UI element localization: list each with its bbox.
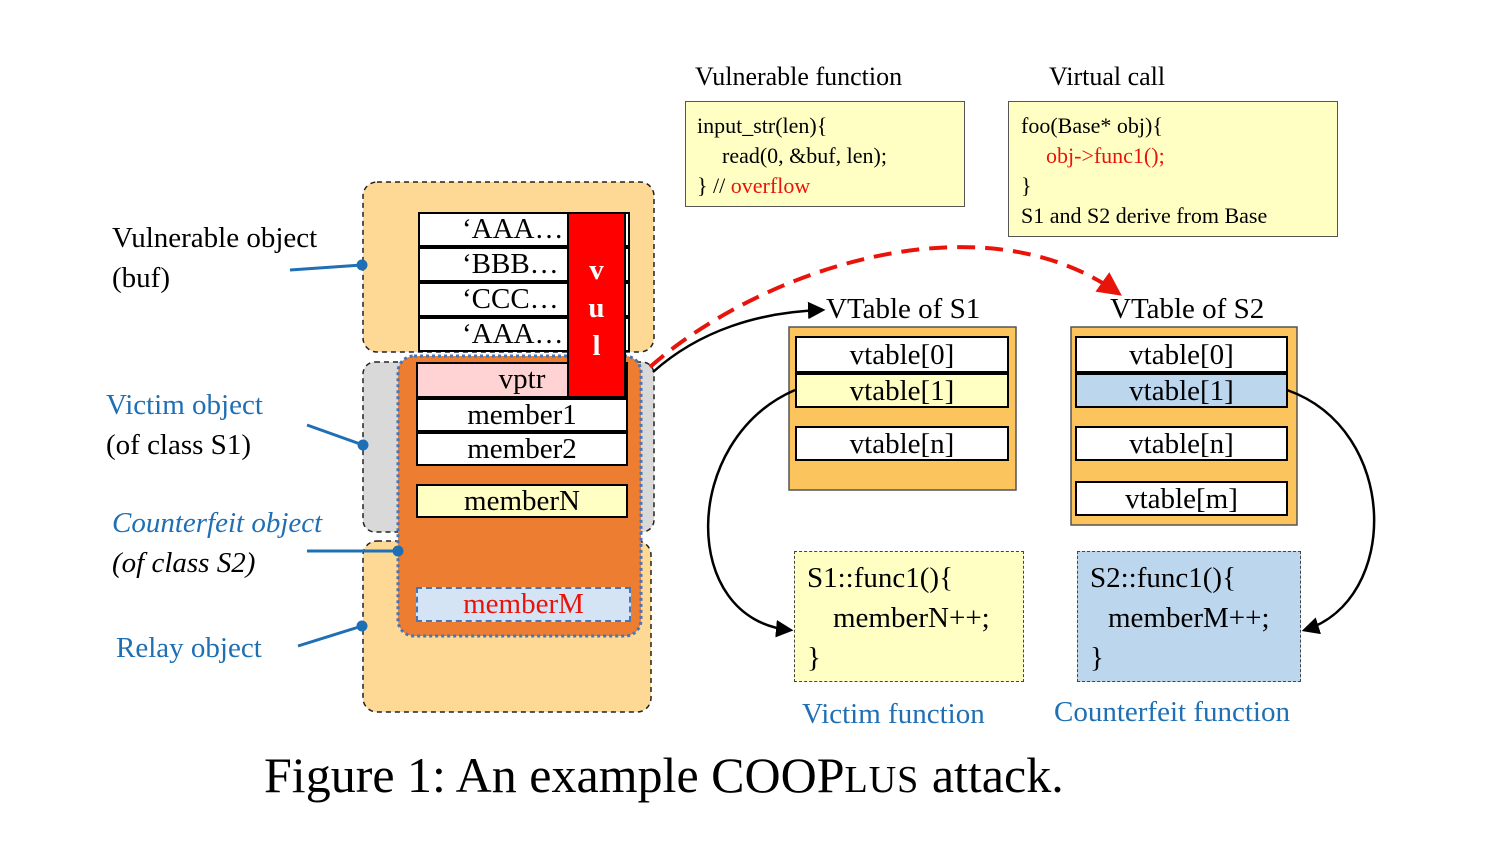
- counterfeit-call-arrow: [1286, 388, 1376, 635]
- code-line: S1::func1(){: [807, 562, 954, 594]
- vtable-s1-entry: vtable[0]: [795, 336, 1009, 373]
- label-pointers: [289, 259, 404, 648]
- code-line: }: [1021, 173, 1032, 198]
- memberM-cell: memberM: [416, 587, 631, 622]
- vtable-s2-title: VTable of S2: [1110, 293, 1265, 325]
- vptr-arrow: [652, 301, 826, 373]
- code-line: }: [807, 642, 821, 674]
- code-line: } // overflow: [697, 175, 810, 197]
- counterfeit-function-label: Counterfeit function: [1054, 696, 1290, 728]
- vtable-s2-entry: vtable[n]: [1075, 426, 1288, 461]
- vtable-s2-entry: vtable[1]: [1075, 373, 1288, 408]
- vul-letter: u: [588, 292, 605, 324]
- victim-object-label: Victim object: [106, 389, 263, 421]
- counterfeit-object-sublabel: (of class S2): [112, 547, 256, 579]
- vul-letter: l: [592, 330, 601, 362]
- counterfeit-object-label: Counterfeit object: [112, 507, 323, 539]
- caption-smallcaps: LUS: [844, 759, 920, 801]
- victim-function-label: Victim function: [802, 698, 985, 730]
- vulnerable-object-sublabel: (buf): [112, 262, 170, 294]
- code-line: memberN++;: [833, 602, 990, 634]
- victim-function-box: S1::func1(){ memberN++; }: [794, 551, 1024, 682]
- code-line: memberM++;: [1108, 602, 1270, 634]
- caption-prefix: Figure 1: An example COOP: [264, 747, 845, 803]
- code-line: S1 and S2 derive from Base: [1021, 203, 1268, 228]
- vul-letter: v: [589, 254, 604, 286]
- code-line: foo(Base* obj){: [1021, 113, 1163, 138]
- vtable-s2-entry: vtable[m]: [1075, 481, 1288, 516]
- code-line: input_str(len){: [697, 113, 828, 138]
- relay-object-label: Relay object: [116, 632, 262, 664]
- vtable-s1-entry: vtable[n]: [795, 426, 1009, 461]
- member1-cell: member1: [416, 398, 628, 432]
- code-line: S2::func1(){: [1090, 562, 1237, 594]
- figure-caption: Figure 1: An example COOPLUS attack.: [264, 750, 1064, 800]
- code-line: obj->func1();: [1046, 143, 1165, 168]
- victim-object-sublabel: (of class S1): [106, 429, 251, 461]
- vulnerable-function-box: input_str(len){ read(0, &buf, len); } //…: [685, 101, 965, 207]
- vulnerable-object-label: Vulnerable object: [112, 222, 318, 254]
- code-line: }: [1090, 642, 1104, 674]
- vtable-s1-entry: vtable[1]: [795, 373, 1009, 408]
- counterfeit-function-box: S2::func1(){ memberM++; }: [1077, 551, 1301, 682]
- redirect-arrow: [648, 245, 1122, 369]
- virtual-call-box: foo(Base* obj){ obj->func1(); } S1 and S…: [1008, 101, 1338, 237]
- vul-overflow-bar: v u l: [567, 212, 626, 398]
- virtual-call-title: Virtual call: [1049, 62, 1166, 91]
- vtable-s2-entry: vtable[0]: [1075, 336, 1288, 373]
- victim-call-arrow: [706, 388, 796, 638]
- vtable-s1-title: VTable of S1: [826, 293, 981, 325]
- memberN-cell: memberN: [416, 484, 628, 518]
- member2-cell: member2: [416, 432, 628, 466]
- overflow-comment: overflow: [730, 173, 811, 198]
- code-line: read(0, &buf, len);: [722, 143, 887, 168]
- vulnerable-function-title: Vulnerable function: [695, 62, 903, 91]
- caption-suffix: attack.: [919, 747, 1064, 803]
- code-brace: } //: [697, 173, 726, 198]
